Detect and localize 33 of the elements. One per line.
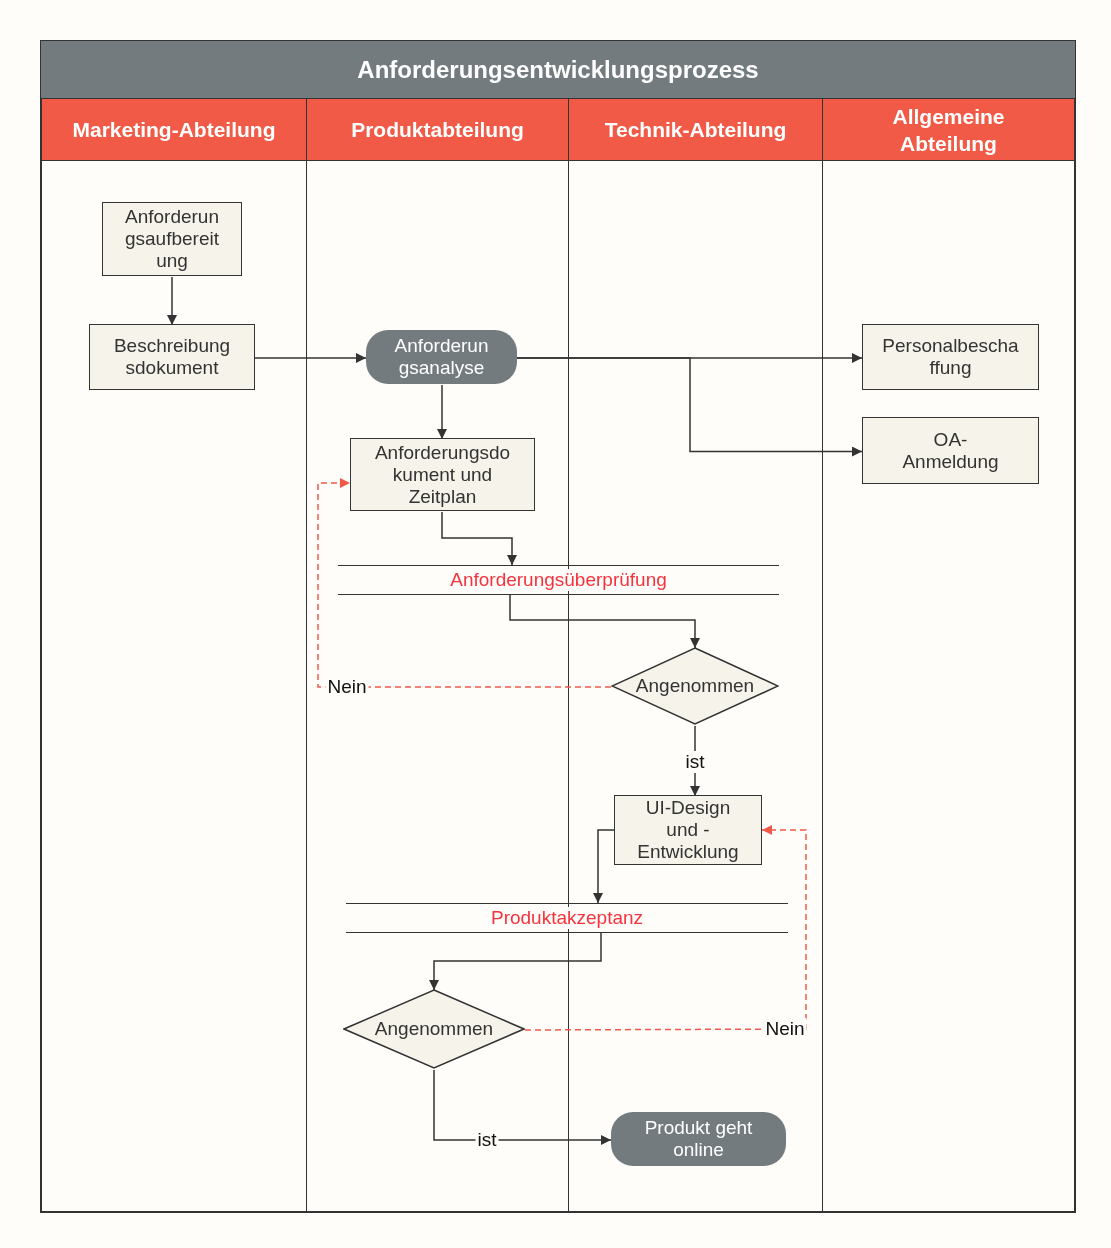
arrow — [437, 384, 447, 440]
arrow — [509, 594, 700, 649]
arrow — [441, 511, 517, 566]
process-box: Anforderungsaufbereitung — [102, 202, 242, 276]
process-box: Personalbeschaffung — [862, 324, 1039, 390]
decision-diamond: Angenommen — [343, 989, 525, 1069]
process-box: Beschreibungsdokument — [89, 324, 255, 390]
process-box: OA-Anmeldung — [862, 417, 1039, 484]
arrow — [593, 829, 615, 904]
edge-label: ist — [683, 751, 707, 773]
arrow — [254, 353, 367, 363]
phase-band — [346, 903, 788, 933]
process-box: Anforderungsdokument und Zeitplan — [350, 438, 535, 511]
arrow — [433, 1069, 612, 1145]
lane-header: Produktabteilung — [307, 99, 568, 161]
phase-band — [338, 565, 779, 595]
swimlane — [41, 99, 307, 1212]
arrow — [167, 276, 177, 326]
lane-header: Technik-Abteilung — [569, 99, 822, 161]
dashed-arrow — [317, 478, 612, 688]
process-box: UI-Design und -Entwicklung — [614, 795, 762, 865]
dashed-arrow — [524, 825, 807, 1031]
swimlane — [822, 99, 1075, 1212]
decision-diamond: Angenommen — [611, 647, 779, 725]
swimlane-pool — [40, 40, 1076, 1213]
arrow — [516, 357, 863, 457]
lane-header: Allgemeine Abteilung — [823, 99, 1074, 161]
lane-header: Marketing-Abteilung — [42, 99, 306, 161]
rounded-process-box: Produkt geht online — [611, 1112, 786, 1166]
phase-label: Anforderungsüberprüfung — [448, 569, 669, 591]
rounded-process-box: Anforderungsanalyse — [366, 330, 517, 384]
arrow — [429, 932, 602, 991]
pool-header: Anforderungsentwicklungsprozess — [41, 41, 1075, 99]
